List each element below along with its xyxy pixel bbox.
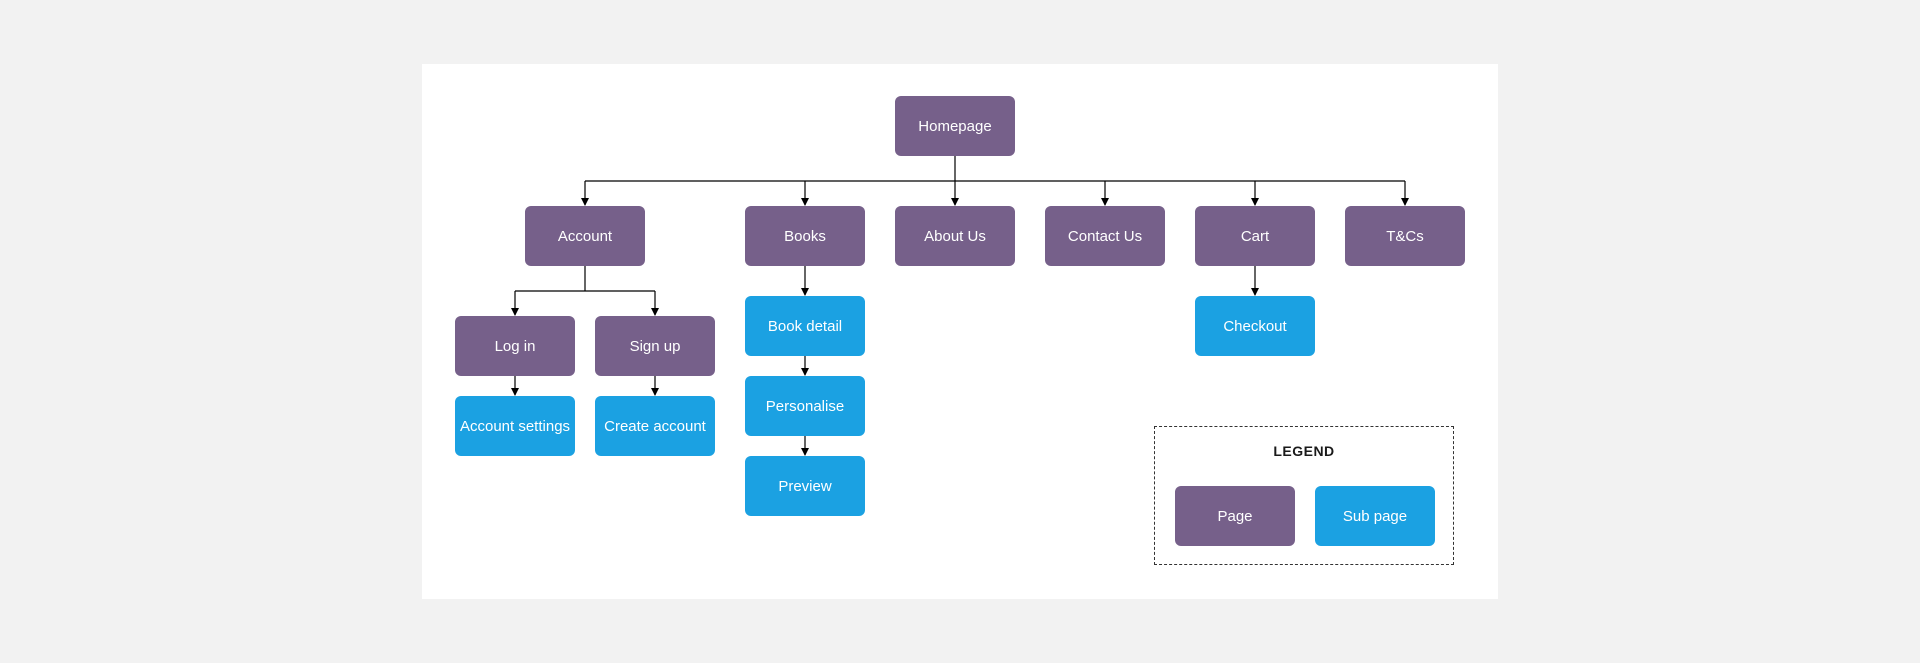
- node-personalise[interactable]: Personalise: [745, 376, 865, 436]
- node-book-detail[interactable]: Book detail: [745, 296, 865, 356]
- node-homepage[interactable]: Homepage: [895, 96, 1015, 156]
- node-checkout[interactable]: Checkout: [1195, 296, 1315, 356]
- node-sign-up[interactable]: Sign up: [595, 316, 715, 376]
- node-log-in[interactable]: Log in: [455, 316, 575, 376]
- node-contact-us[interactable]: Contact Us: [1045, 206, 1165, 266]
- node-preview[interactable]: Preview: [745, 456, 865, 516]
- legend: LEGEND Page Sub page: [1154, 426, 1454, 565]
- node-books[interactable]: Books: [745, 206, 865, 266]
- node-account[interactable]: Account: [525, 206, 645, 266]
- node-account-settings[interactable]: Account settings: [455, 396, 575, 456]
- node-about-us[interactable]: About Us: [895, 206, 1015, 266]
- node-tcs[interactable]: T&Cs: [1345, 206, 1465, 266]
- legend-subpage-swatch: Sub page: [1315, 486, 1435, 546]
- legend-title: LEGEND: [1273, 443, 1335, 459]
- node-cart[interactable]: Cart: [1195, 206, 1315, 266]
- sitemap-canvas: Homepage Account Books About Us Contact …: [422, 64, 1498, 599]
- node-create-account[interactable]: Create account: [595, 396, 715, 456]
- connector-layer: [511, 156, 1409, 456]
- legend-page-swatch: Page: [1175, 486, 1295, 546]
